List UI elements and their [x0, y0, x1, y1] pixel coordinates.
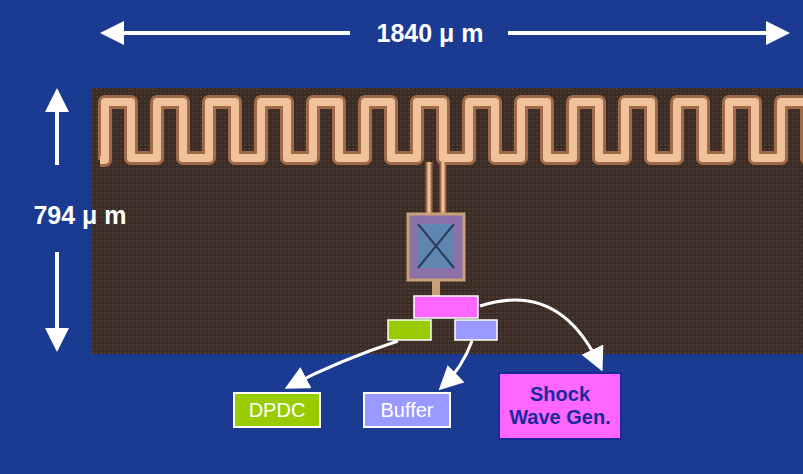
block-label-box: DPDC [233, 392, 321, 428]
meander-line [100, 102, 803, 214]
block-label-box: Shock Wave Gen. [498, 372, 622, 440]
block-name: Shock Wave Gen. [508, 383, 612, 429]
device-pad [408, 214, 464, 296]
block-name: DPDC [249, 399, 306, 422]
block-marker [455, 320, 497, 340]
dimension-label: 1840 μ m [376, 19, 483, 48]
block-marker [388, 320, 431, 340]
dimension-label: 794 μ m [33, 201, 126, 230]
dimension-arrows [57, 33, 786, 348]
block-name: Buffer [381, 399, 434, 422]
block-marker [414, 296, 478, 318]
block-label-box: Buffer [363, 392, 451, 428]
